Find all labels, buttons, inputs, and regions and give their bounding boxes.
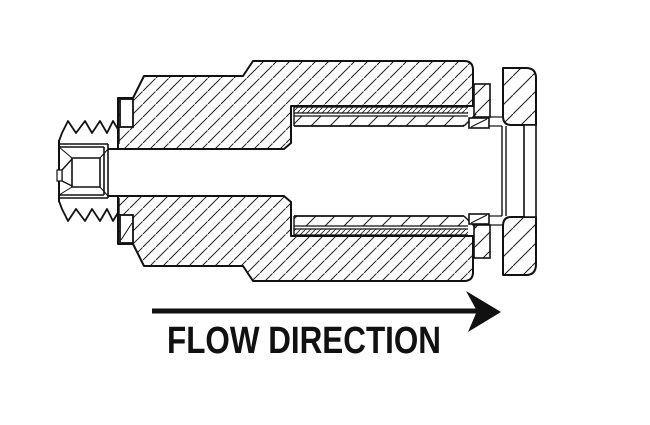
body-flange-tabs (119, 98, 134, 244)
stop-tab-chamfer (470, 118, 488, 128)
socket-chamfer (58, 146, 73, 159)
valve-body-lower-section (117, 195, 474, 282)
retaining-ring-top (473, 83, 491, 118)
end-cap-rim (523, 124, 537, 218)
poppet-cone (61, 158, 73, 187)
flow-direction-label: FLOW DIRECTION (167, 320, 441, 362)
flow-arrow (152, 291, 501, 332)
thread-profile-top (58, 120, 120, 142)
valve-body-upper-section (117, 60, 474, 150)
stop-tab-chamfer (470, 214, 488, 224)
sleeve-wall-bottom (294, 216, 464, 226)
valve-body (117, 60, 474, 282)
sleeve-wall-top (294, 116, 464, 126)
socket-chamfer (99, 186, 109, 197)
retaining-rings (473, 83, 503, 259)
threaded-inlet (56, 120, 120, 222)
socket-chamfer (99, 148, 109, 159)
flange-tab-bottom-chamfer-line (120, 222, 133, 241)
internal-sleeve-top (293, 106, 477, 127)
poppet-body (71, 157, 101, 188)
sleeve-seal-strip-bottom (294, 229, 468, 235)
central-bore (108, 148, 284, 197)
retaining-ring-bottom (473, 224, 491, 259)
sleeve-stop-tabs (468, 117, 490, 225)
orifice-nub (56, 169, 63, 182)
end-cap-flange-top (502, 67, 537, 126)
flow-arrow-head (466, 291, 501, 332)
thread-profile-bottom (58, 200, 120, 222)
sleeve-seal-strip-top (294, 107, 468, 113)
end-cap-flange-bottom (502, 216, 537, 276)
socket-chamfer (58, 186, 73, 196)
internal-sleeve-bottom (293, 215, 477, 236)
end-cap (501, 67, 537, 276)
flange-tab-top (119, 98, 134, 128)
